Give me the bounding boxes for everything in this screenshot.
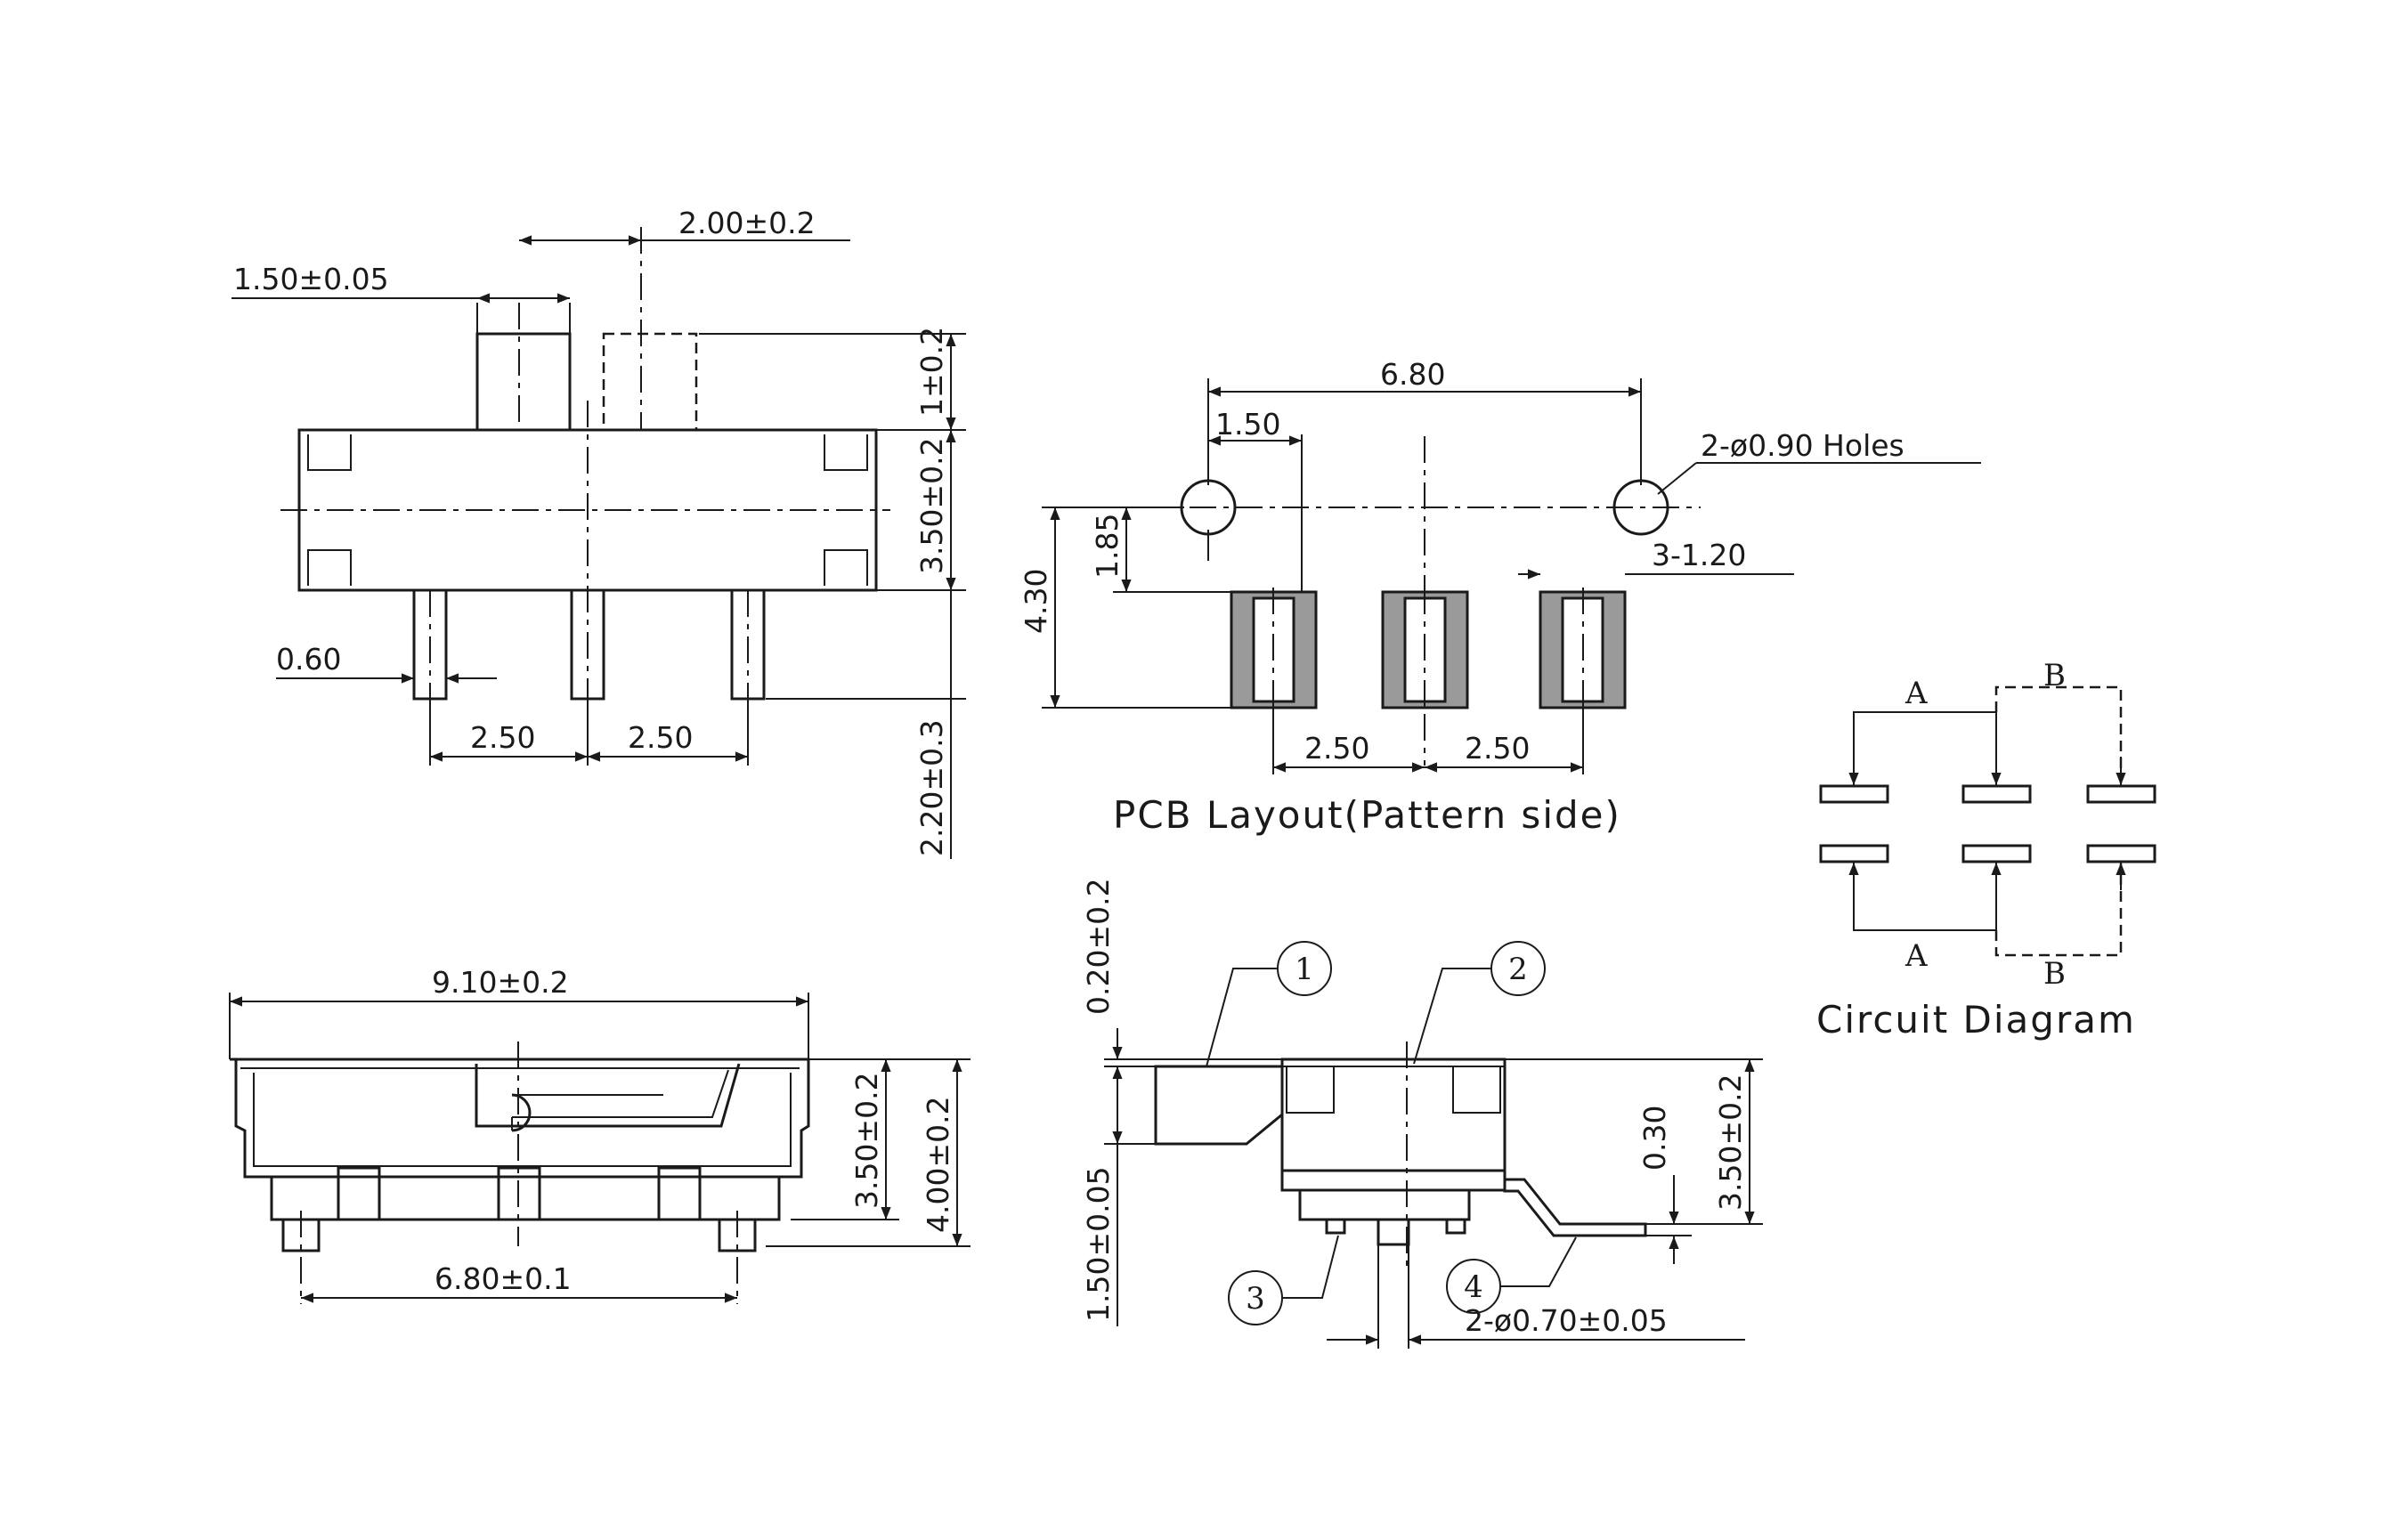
dim-hole-to-pad: 1.85 [1090,514,1125,579]
dim-pitch-left: 2.50 [470,720,535,755]
dim-post-spacing: 6.80±0.1 [435,1261,572,1296]
callout-2-label: 2 [1508,952,1528,987]
contact-pad [2086,844,2156,863]
label-b-top: B [2043,658,2066,693]
dim-body-height-front: 3.50±0.2 [849,1072,884,1209]
circuit-diagram: A B A B Circuit Diagram [1816,658,2156,1042]
dim-pin-width: 0.60 [276,642,341,677]
label-a-top: A [1905,676,1928,711]
pcb-layout-caption: PCB Layout(Pattern side) [1113,793,1621,837]
callout-1-label: 1 [1295,952,1314,987]
dim-pad-width: 3-1.20 [1652,538,1746,572]
dim-actuator-width: 1.50±0.05 [233,262,389,296]
dim-post-diameter: 2-ø0.70±0.05 [1465,1303,1668,1338]
dim-actuator-height-side: 1.50±0.05 [1081,1166,1116,1322]
contact-pad [1961,844,2032,863]
label-b-bottom: B [2043,956,2066,992]
dim-total-height-front: 4.00±0.2 [921,1096,955,1233]
contact-pad [1961,784,2032,804]
top-view: 2.00±0.2 1.50±0.05 1±0.2 3.50±0.2 2.20±0… [231,206,966,859]
dim-pcb-pitch-left: 2.50 [1304,731,1369,766]
holes-note: 2-ø0.90 Holes [1701,428,1905,463]
dim-length: 9.10±0.2 [432,965,569,1000]
circuit-diagram-caption: Circuit Diagram [1816,998,2136,1042]
label-a-bottom: A [1905,938,1928,974]
callout-3-label: 3 [1246,1281,1265,1317]
dim-hole-spacing: 6.80 [1380,357,1445,392]
contact-pad [1819,784,1889,804]
contact-pad [1819,844,1889,863]
callout-4-label: 4 [1464,1269,1483,1305]
front-view: 9.10±0.2 6.80±0.1 3.50±0.2 4.00±0.2 [229,965,971,1304]
dim-total-height: 4.30 [1019,569,1053,634]
dim-body-height-top: 3.50±0.2 [914,437,949,574]
pcb-layout: 6.80 1.50 2-ø0.90 Holes 3-1.20 4.30 1.85… [1019,357,1981,837]
dim-actuator-height: 1±0.2 [914,327,949,417]
dim-body-height-side: 3.50±0.2 [1713,1074,1748,1211]
dim-hole-offset: 1.50 [1215,407,1280,442]
mounting-post [1377,1218,1410,1246]
dim-pitch-right: 2.50 [628,720,693,755]
dim-terminal-thickness: 0.30 [1637,1106,1672,1171]
dim-actuator-travel: 2.00±0.2 [678,206,816,240]
dim-pcb-pitch-right: 2.50 [1465,731,1530,766]
dim-pin-length: 2.20±0.3 [914,719,949,856]
side-view: 1 2 3 4 0.20±0.2 1.50±0.05 0.30 3.50±0.2 [1081,878,1763,1349]
dim-actuator-offset: 0.20±0.2 [1081,878,1116,1015]
contact-pad [2086,784,2156,804]
